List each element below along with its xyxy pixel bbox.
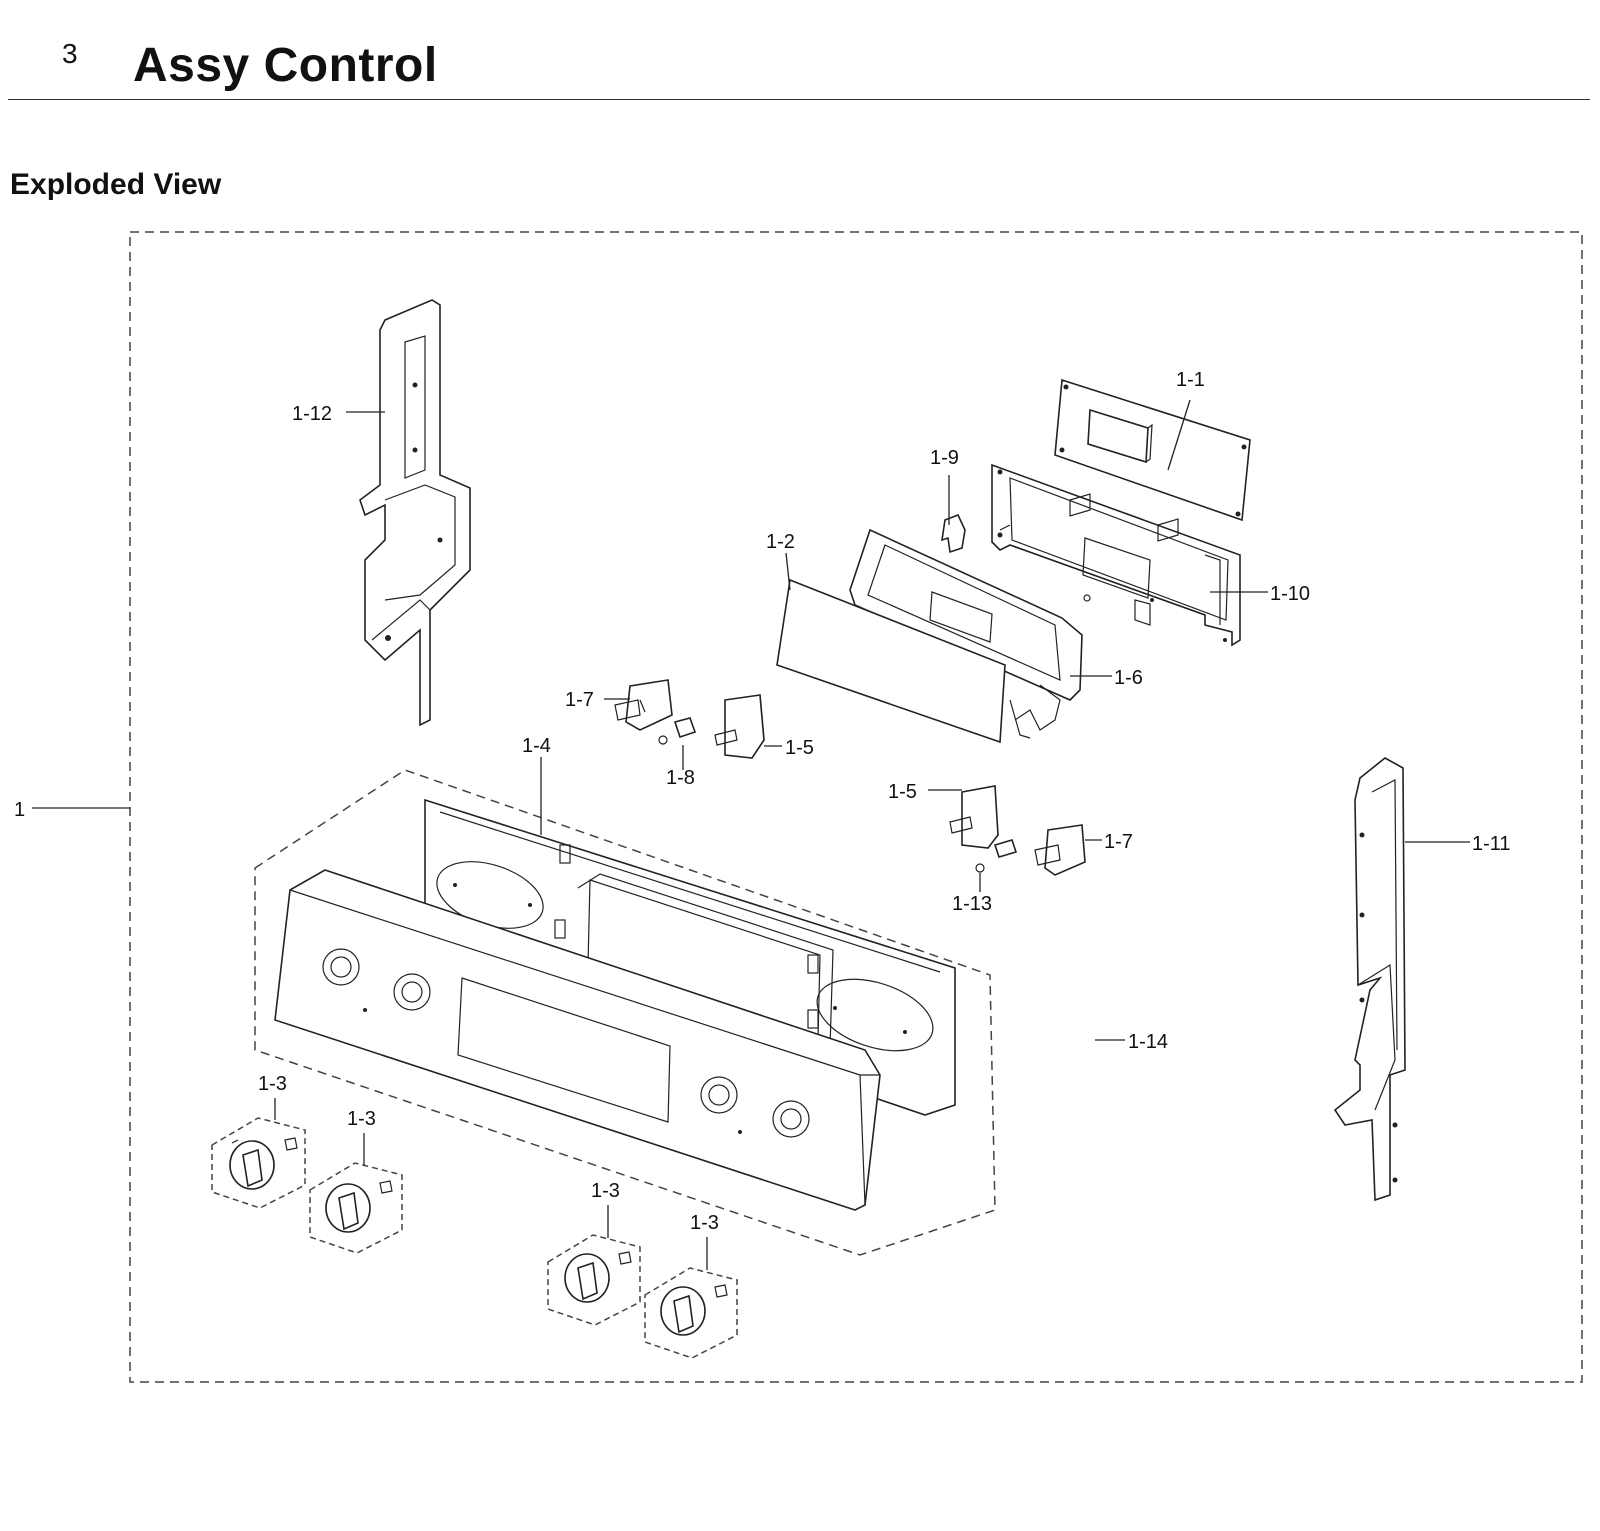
knob-4 <box>644 1267 738 1359</box>
section-number: 3 <box>62 38 78 69</box>
callout-assembly: 1 <box>14 799 25 821</box>
switch-left <box>714 694 765 759</box>
cap-left <box>658 717 697 745</box>
callout-pcb-bracket: 1-10 <box>1270 583 1310 605</box>
callout-encoder-right: 1-7 <box>1104 831 1133 853</box>
section-title: Assy Control <box>133 39 438 92</box>
callout-knob-3: 1-3 <box>591 1180 620 1202</box>
callout-screw: 1-14 <box>1128 1031 1168 1053</box>
cap-right <box>975 839 1018 873</box>
title-rule <box>8 99 1590 100</box>
pcb-board <box>1054 378 1251 522</box>
callout-cap-left: 1-8 <box>666 767 695 789</box>
callout-knob-2: 1-3 <box>347 1108 376 1130</box>
callout-pcb: 1-1 <box>1176 369 1205 391</box>
clip <box>941 513 966 554</box>
leader-lines <box>32 399 1470 1270</box>
callout-side-right: 1-11 <box>1472 833 1511 855</box>
knob-1 <box>211 1117 306 1209</box>
callout-encoder-left: 1-7 <box>565 689 594 711</box>
callout-knob-4: 1-3 <box>690 1212 719 1234</box>
control-panel-front <box>274 869 881 1211</box>
encoder-left <box>614 679 673 731</box>
side-bracket-right <box>1333 757 1406 1202</box>
panel-boundary <box>254 769 996 1256</box>
callout-cap-right: 1-13 <box>952 893 992 915</box>
display-holder <box>849 528 1091 739</box>
view-subtitle: Exploded View <box>10 168 222 201</box>
encoder-right <box>1034 824 1086 876</box>
callout-clip: 1-9 <box>930 447 959 469</box>
callout-side-left: 1-12 <box>292 403 332 425</box>
switch-right <box>949 785 999 849</box>
callout-display-window: 1-2 <box>766 531 795 553</box>
assembly-boundary <box>129 231 1583 1383</box>
knob-2 <box>309 1162 403 1254</box>
callout-display-holder: 1-6 <box>1114 667 1143 689</box>
callout-switch-left: 1-5 <box>785 737 814 759</box>
callout-knob-1: 1-3 <box>258 1073 287 1095</box>
callout-switch-right: 1-5 <box>888 781 917 803</box>
callout-panel: 1-4 <box>522 735 551 757</box>
knob-3 <box>547 1234 641 1326</box>
pcb-bracket <box>991 463 1241 647</box>
side-bracket-left <box>359 299 471 727</box>
display-window <box>776 578 1006 744</box>
